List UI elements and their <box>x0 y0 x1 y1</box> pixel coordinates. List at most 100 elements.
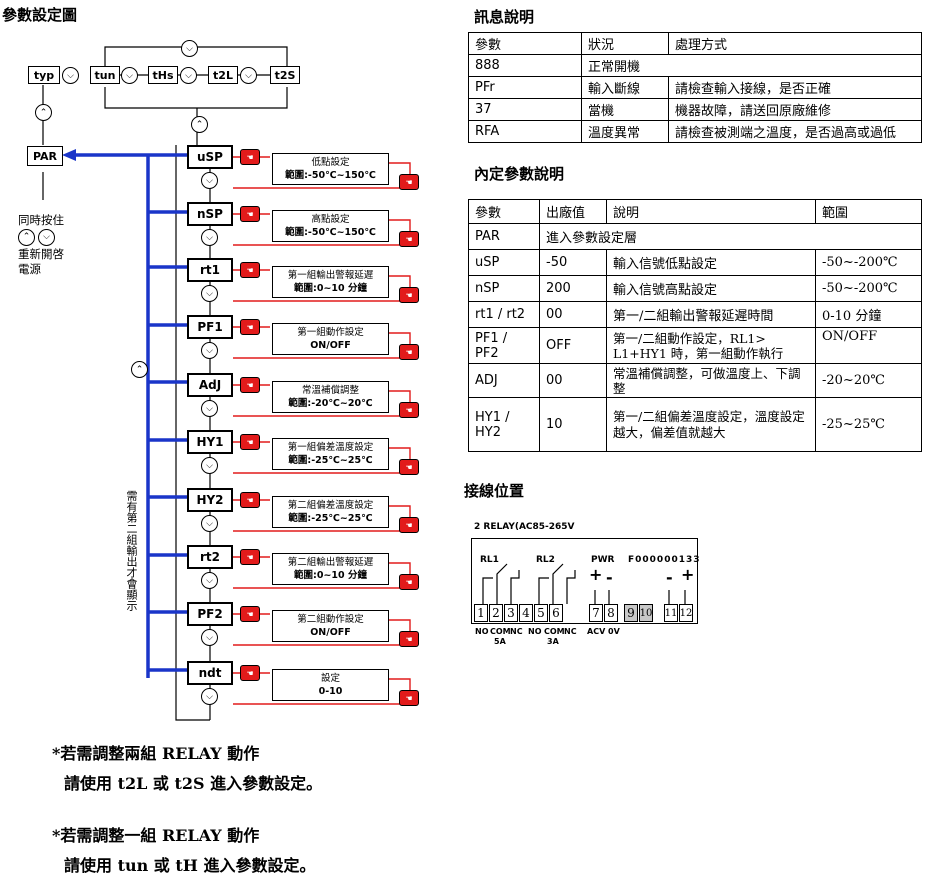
amp-label: 3A <box>547 637 559 646</box>
press-hand-icon: ☚ <box>240 149 260 165</box>
press-hand-icon: ☚ <box>240 606 260 622</box>
press-hand-icon: ☚ <box>399 690 419 706</box>
desc-rt1: 第一組輸出警報延遲範圍:0~10 分鐘 <box>272 266 389 298</box>
down-button-icon: ⌵ <box>180 67 197 84</box>
down-button-icon: ⌵ <box>181 40 198 57</box>
down-button-icon: ⌵ <box>201 629 218 646</box>
terminal-pin: 1 <box>474 604 488 622</box>
press-hand-icon: ☚ <box>240 262 260 278</box>
params-header: 出廠值 <box>539 199 607 224</box>
press-hand-icon: ☚ <box>399 631 419 647</box>
pin-label: NC <box>564 627 577 636</box>
terminal-pin: 4 <box>519 604 533 622</box>
msg-table: 參數 狀況 處理方式 888 正常開機 PFr 輸入斷線 請檢查輸入接線，是否正… <box>468 32 922 143</box>
rl1-label: RL1 <box>480 555 499 565</box>
params-title: 內定參數說明 <box>474 165 565 183</box>
down-button-icon: ⌵ <box>201 572 218 589</box>
pin-label: NO <box>528 627 542 636</box>
params-header: 說明 <box>606 199 816 224</box>
step-pf1: PF1 <box>187 315 233 339</box>
down-button-icon: ⌵ <box>62 67 79 84</box>
amp-label: 5A <box>494 637 506 646</box>
table-row: HY1 / HY2 10 第一/二組偏差溫度設定，溫度設定越大，偏差值就越大 -… <box>468 397 922 452</box>
minus-sign: - <box>606 568 613 587</box>
rl2-label: RL2 <box>536 555 555 565</box>
down-button-icon: ⌵ <box>201 285 218 302</box>
up-button-icon: ⌃ <box>35 104 52 121</box>
pin-label: ACV <box>587 627 606 636</box>
step-nsp: nSP <box>187 202 233 226</box>
chain-t2s: t2S <box>270 66 300 84</box>
terminal-pin: 2 <box>489 604 503 622</box>
wiring-panel <box>471 538 698 624</box>
press-hand-icon: ☚ <box>240 492 260 508</box>
table-row: PF1 / PF2 OFF 第一/二組動作設定，RL1> L1+HY1 時，第一… <box>468 327 922 364</box>
terminal-pin: 9 <box>624 604 638 622</box>
desc-rt2: 第二組輸出警報延遲範圍:0~10 分鐘 <box>272 553 389 585</box>
press-hand-icon: ☚ <box>240 319 260 335</box>
down-button-icon: ⌵ <box>201 172 218 189</box>
terminal-pin: 6 <box>549 604 563 622</box>
terminal-pin: 10 <box>639 604 653 622</box>
up-button-icon: ⌃ <box>18 229 35 246</box>
press-hand-icon: ☚ <box>240 549 260 565</box>
minus-sign: - <box>666 568 673 587</box>
wiring-title: 接線位置 <box>464 482 525 500</box>
vertical-note: 需有第二組輸出才會顯示 <box>125 490 138 611</box>
down-button-icon: ⌵ <box>240 67 257 84</box>
relay-schematic <box>482 563 686 604</box>
table-row: uSP -50 輸入信號低點設定 -50~-200℃ <box>468 249 922 276</box>
model-code: F000000133 <box>628 555 701 565</box>
diagram-lines <box>42 46 411 721</box>
step-adj: AdJ <box>187 373 233 397</box>
desc-hy2: 第二組偏差溫度設定範圍:-25℃~25℃ <box>272 496 389 528</box>
table-row: PAR 進入參數設定層 <box>468 223 922 250</box>
plus-sign: + <box>589 565 603 584</box>
table-row: 888 正常開機 <box>468 54 922 77</box>
down-button-icon: ⌵ <box>201 688 218 705</box>
press-hand-icon: ☚ <box>399 459 419 475</box>
down-button-icon: ⌵ <box>201 457 218 474</box>
down-button-icon: ⌵ <box>38 229 55 246</box>
press-hand-icon: ☚ <box>399 402 419 418</box>
step-hy1: HY1 <box>187 430 233 454</box>
chain-tun: tun <box>90 66 120 84</box>
desc-hy1: 第一組偏差溫度設定範圍:-25℃~25℃ <box>272 438 389 470</box>
pwr-label: PWR <box>591 555 615 565</box>
down-button-icon: ⌵ <box>201 229 218 246</box>
desc-usp: 低點設定範圍:-50℃~150℃ <box>272 153 389 185</box>
msg-header: 處理方式 <box>668 32 922 55</box>
press-hand-icon: ☚ <box>240 665 260 681</box>
table-row: nSP 200 輸入信號高點設定 -50~-200℃ <box>468 275 922 302</box>
table-row: ADJ 00 常溫補償調整，可做溫度上、下調整 -20~20℃ <box>468 363 922 398</box>
press-hand-icon: ☚ <box>399 174 419 190</box>
up-button-icon: ⌃ <box>131 361 148 378</box>
desc-nsp: 高點設定範圍:-50℃~150℃ <box>272 210 389 242</box>
terminal-pin: 5 <box>534 604 548 622</box>
pin-label: 0V <box>608 627 620 636</box>
press-hand-icon: ☚ <box>240 377 260 393</box>
press-hand-icon: ☚ <box>399 574 419 590</box>
terminal-pin: 3 <box>504 604 518 622</box>
table-row: RFA 溫度異常 請檢查被測端之溫度，是否過高或過低 <box>468 120 922 143</box>
wiring-model: 2 RELAY(AC85-265V <box>474 522 575 532</box>
down-button-icon: ⌵ <box>121 67 138 84</box>
down-button-icon: ⌵ <box>201 342 218 359</box>
terminal-pin: 11 <box>664 604 678 622</box>
msg-header: 參數 <box>468 32 582 55</box>
pin-label: COM <box>544 627 565 636</box>
step-pf2: PF2 <box>187 602 233 626</box>
chain-t2l: t2L <box>208 66 238 84</box>
plus-sign: + <box>681 565 695 584</box>
note-one-relay: *若需調整一組 RELAY 動作 請使用 tun 或 tH 進入參數設定。 <box>52 826 316 875</box>
step-rt2: rt2 <box>187 545 233 569</box>
up-button-icon: ⌃ <box>191 116 208 133</box>
terminal-pin: 12 <box>679 604 693 622</box>
press-hand-icon: ☚ <box>240 434 260 450</box>
step-rt1: rt1 <box>187 258 233 282</box>
note-two-relay: *若需調整兩組 RELAY 動作 請使用 t2L 或 t2S 進入參數設定。 <box>52 744 323 793</box>
press-hand-icon: ☚ <box>399 287 419 303</box>
